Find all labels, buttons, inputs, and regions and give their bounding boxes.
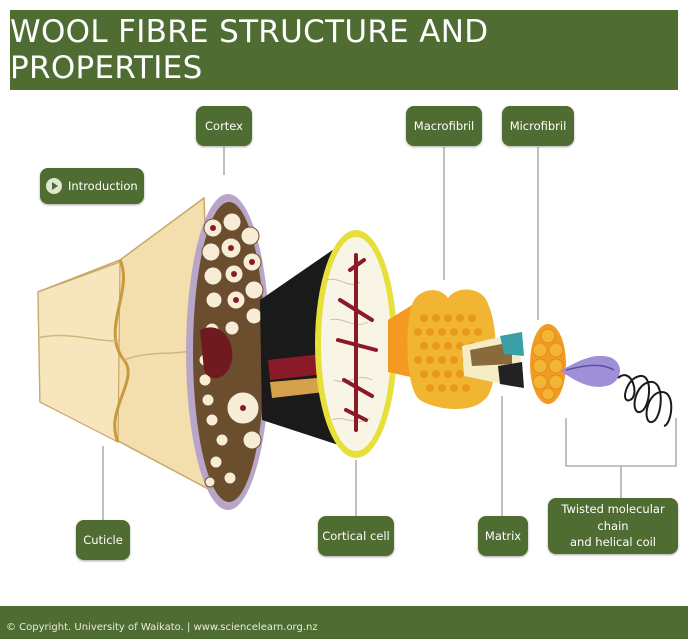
label-cortex: Cortex: [196, 106, 252, 146]
label-cuticle: Cuticle: [76, 520, 130, 560]
cortex-cross-section: [186, 194, 270, 510]
twisted-chain-helix: [562, 356, 671, 426]
microfibril: [530, 324, 566, 404]
footer-bar: © Copyright. University of Waikato. | ww…: [0, 606, 688, 639]
play-icon: [46, 178, 62, 194]
label-cortex-text: Cortex: [205, 118, 243, 135]
label-macrofibril: Macrofibril: [406, 106, 482, 146]
label-matrix-text: Matrix: [485, 528, 521, 545]
label-matrix: Matrix: [478, 516, 528, 556]
label-cortical-cell-text: Cortical cell: [322, 528, 390, 545]
label-macrofibril-text: Macrofibril: [414, 118, 474, 135]
label-microfibril: Microfibril: [502, 106, 574, 146]
label-twisted-chain: Twisted molecular chain and helical coil: [548, 498, 678, 554]
label-twisted-chain-line2: and helical coil: [570, 534, 656, 551]
label-twisted-chain-line1: Twisted molecular chain: [548, 501, 678, 534]
label-microfibril-text: Microfibril: [510, 118, 567, 135]
label-cuticle-text: Cuticle: [83, 532, 123, 549]
copyright-text: © Copyright. University of Waikato. | ww…: [6, 622, 318, 633]
introduction-label: Introduction: [68, 178, 138, 195]
cortical-cell: [315, 230, 397, 458]
label-cortical-cell: Cortical cell: [318, 516, 394, 556]
introduction-button[interactable]: Introduction: [40, 168, 144, 204]
